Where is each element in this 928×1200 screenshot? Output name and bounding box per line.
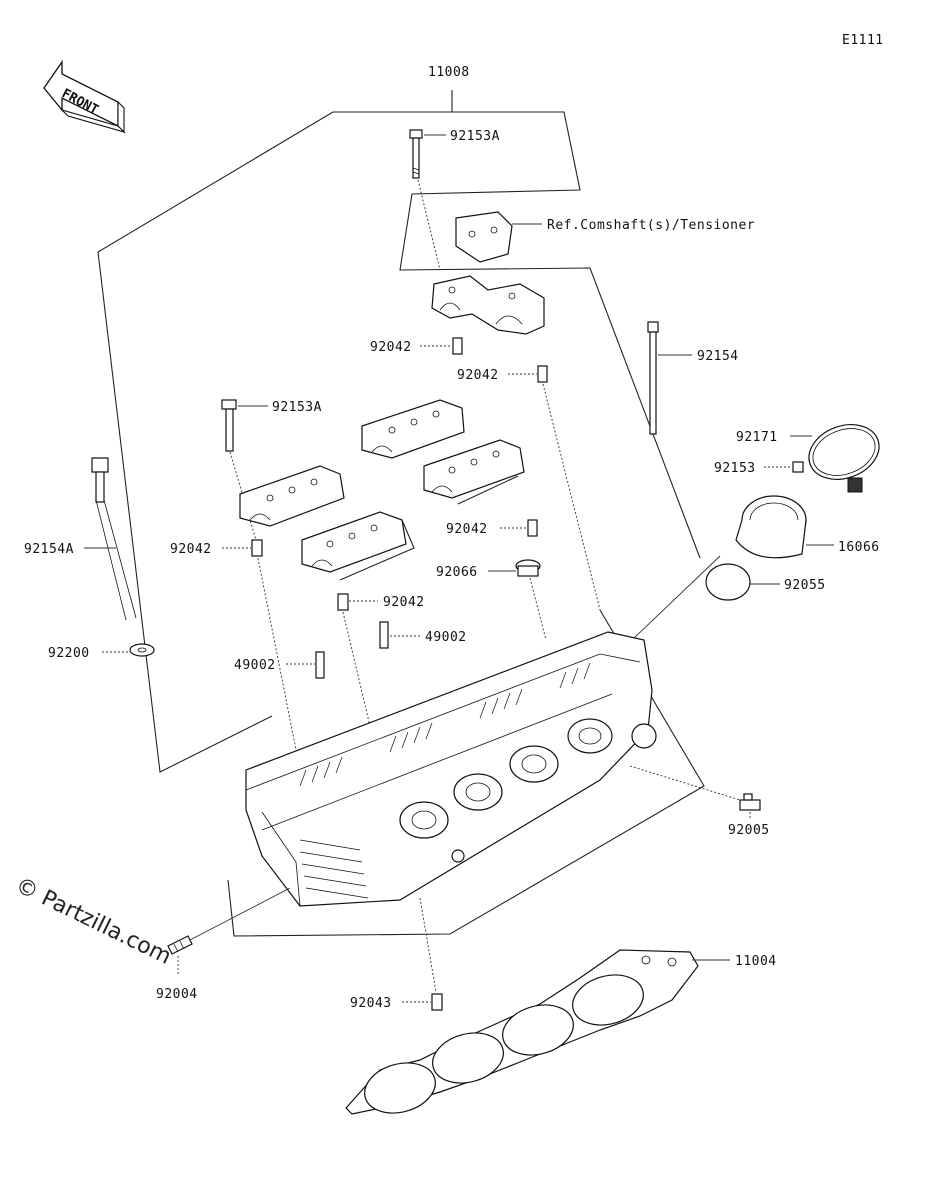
screw-92153 [792, 461, 804, 473]
bolt-92154 [647, 321, 659, 435]
label-92153a-top: 92153A [450, 129, 500, 144]
cam-cap-3 [423, 439, 525, 499]
dowel-92042-e [337, 593, 349, 611]
dowel-92042-b [537, 365, 548, 383]
label-92153a-left: 92153A [272, 400, 322, 415]
valve-guide-49002-a [379, 621, 389, 649]
band-clamp-92171 [808, 424, 880, 493]
front-arrow-icon: FRONT [43, 59, 126, 134]
label-92153: 92153 [714, 461, 756, 476]
label-92005: 92005 [728, 823, 770, 838]
label-92042-d: 92042 [446, 522, 488, 537]
diagram-code: E1111 [842, 33, 884, 48]
cam-cap-2 [361, 399, 465, 459]
label-92042-e: 92042 [383, 595, 425, 610]
cam-cap-1 [239, 465, 345, 527]
cylinder-head [245, 631, 657, 907]
assembly-frame [97, 90, 705, 937]
label-ref-camshaft: Ref.Comshaft(s)/Tensioner [547, 218, 755, 233]
label-11008: 11008 [428, 65, 470, 80]
watermark: © Partzilla.com [11, 873, 175, 970]
label-49002-b: 49002 [234, 658, 276, 673]
label-92043: 92043 [350, 996, 392, 1011]
dowel-92042-a [452, 337, 463, 355]
washer-92200 [129, 643, 155, 657]
dowel-92042-c [251, 539, 263, 557]
cam-cap-4 [301, 511, 407, 573]
label-92154: 92154 [697, 349, 739, 364]
camshaft-tensioner-bracket [455, 211, 513, 263]
dowel-92042-d [527, 519, 538, 537]
label-92004: 92004 [156, 987, 198, 1002]
head-gasket-11004 [345, 949, 699, 1115]
throttle-holder-16066 [735, 495, 807, 559]
label-92042-c: 92042 [170, 542, 212, 557]
label-49002-a: 49002 [425, 630, 467, 645]
plug-92066 [515, 559, 541, 577]
label-92055: 92055 [784, 578, 826, 593]
cam-cap-top [431, 275, 545, 335]
stud-92004 [167, 935, 193, 955]
label-16066: 16066 [838, 540, 880, 555]
label-92042-a: 92042 [370, 340, 412, 355]
label-92171: 92171 [736, 430, 778, 445]
bolt-92153a-left [221, 399, 237, 452]
fitting-92005 [739, 793, 761, 811]
label-92066: 92066 [436, 565, 478, 580]
dowel-92043 [431, 993, 443, 1011]
o-ring-92055 [705, 563, 751, 601]
bolt-92154a [91, 457, 137, 621]
label-92042-b: 92042 [457, 368, 499, 383]
valve-guide-49002-b [315, 651, 325, 679]
label-11004: 11004 [735, 954, 777, 969]
bolt-92153a-top [409, 129, 423, 179]
label-92154a: 92154A [24, 542, 74, 557]
label-92200: 92200 [48, 646, 90, 661]
